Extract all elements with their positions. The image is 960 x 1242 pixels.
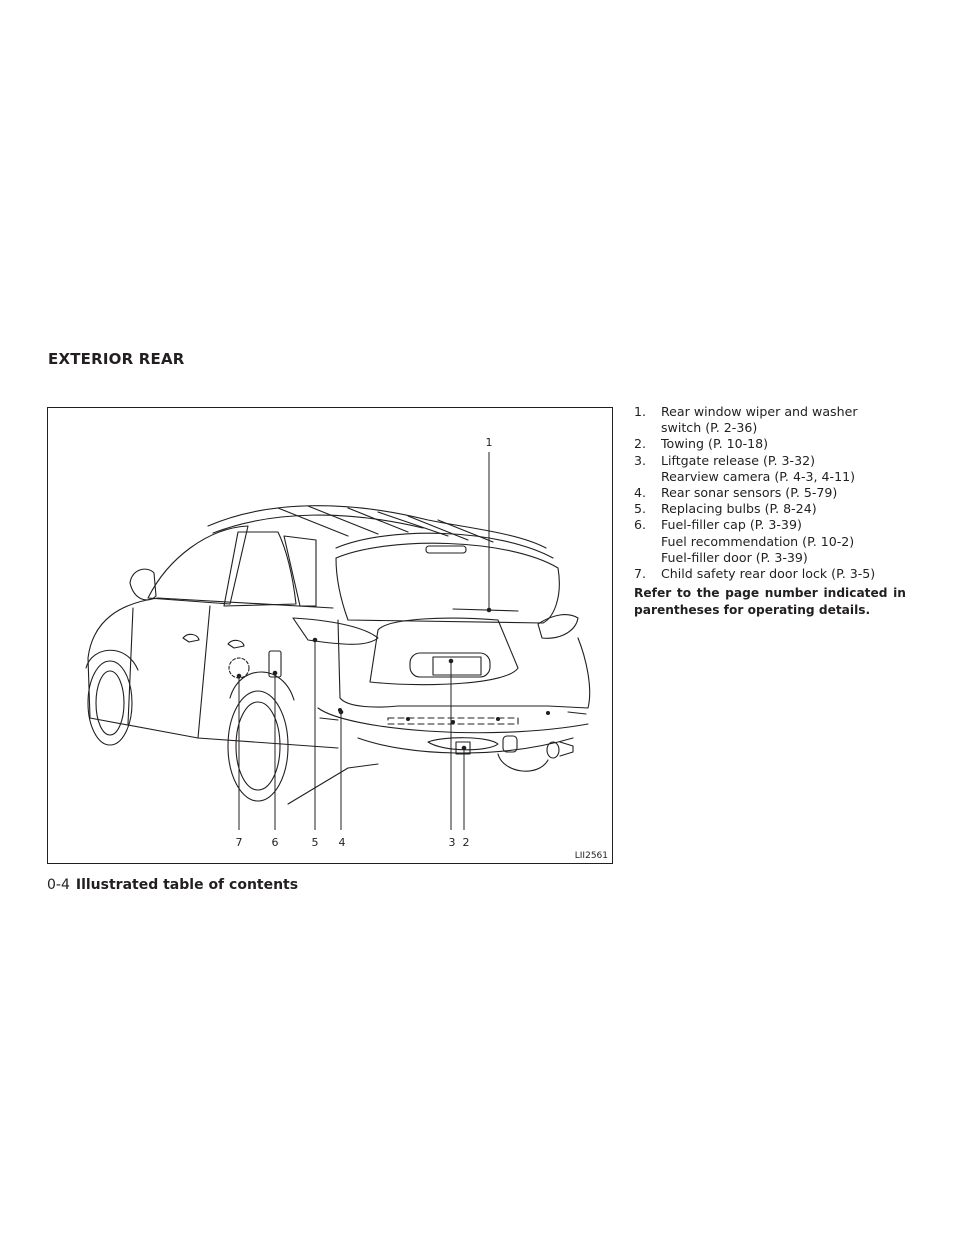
callout-6: 6 <box>272 836 279 849</box>
section-title: EXTERIOR REAR <box>48 350 185 368</box>
item-text: Replacing bulbs (P. 8-24) <box>661 501 817 517</box>
figure-id: LII2561 <box>574 851 608 861</box>
item-text: Fuel recommendation (P. 10-2) <box>661 533 855 549</box>
item-text: Towing (P. 10-18) <box>661 436 769 452</box>
operating-details-note: Refer to the page number indicated in pa… <box>634 586 906 617</box>
callout-1: 1 <box>486 436 493 449</box>
list-item: 3. Liftgate release (P. 3-32) Rearview c… <box>634 453 914 485</box>
item-number: 4. <box>634 485 647 501</box>
item-number: 3. <box>634 452 647 468</box>
item-number: 7. <box>634 566 647 582</box>
page-number: 0-4 <box>47 877 70 893</box>
item-number: 6. <box>634 517 647 533</box>
list-item: 7. Child safety rear door lock (P. 3-5) <box>634 566 914 582</box>
list-item: 5. Replacing bulbs (P. 8-24) <box>634 501 914 517</box>
item-text: Child safety rear door lock (P. 3-5) <box>661 566 876 582</box>
item-text: Fuel-filler door (P. 3-39) <box>661 549 808 565</box>
callout-5: 5 <box>312 836 319 849</box>
item-number: 2. <box>634 436 647 452</box>
item-number: 5. <box>634 501 647 517</box>
callout-4: 4 <box>339 836 346 849</box>
vehicle-rear-illustration: 1 2 3 4 5 6 7 LII2561 <box>47 407 613 864</box>
item-text: Rear window wiper and washer <box>661 404 858 419</box>
list-item: 1. Rear window wiper and washer switch (… <box>634 404 914 436</box>
list-item: 2. Towing (P. 10-18) <box>634 436 914 452</box>
item-text: Rearview camera (P. 4-3, 4-11) <box>661 468 856 484</box>
callout-2: 2 <box>463 836 470 849</box>
item-text: Liftgate release (P. 3-32) <box>661 452 816 468</box>
item-text: Fuel-filler cap (P. 3-39) <box>661 517 802 533</box>
callout-list: 1. Rear window wiper and washer switch (… <box>634 404 914 618</box>
chapter-title: Illustrated table of contents <box>75 877 299 893</box>
list-item: 6. Fuel-filler cap (P. 3-39) Fuel recomm… <box>634 517 914 566</box>
callout-7: 7 <box>236 836 243 849</box>
page-footer: 0-4 Illustrated table of contents <box>47 877 298 893</box>
item-number: 1. <box>634 404 647 419</box>
list-item: 4. Rear sonar sensors (P. 5-79) <box>634 485 914 501</box>
item-text: Rear sonar sensors (P. 5-79) <box>661 485 838 501</box>
callout-3: 3 <box>449 836 456 849</box>
item-text: switch (P. 2-36) <box>661 420 758 436</box>
